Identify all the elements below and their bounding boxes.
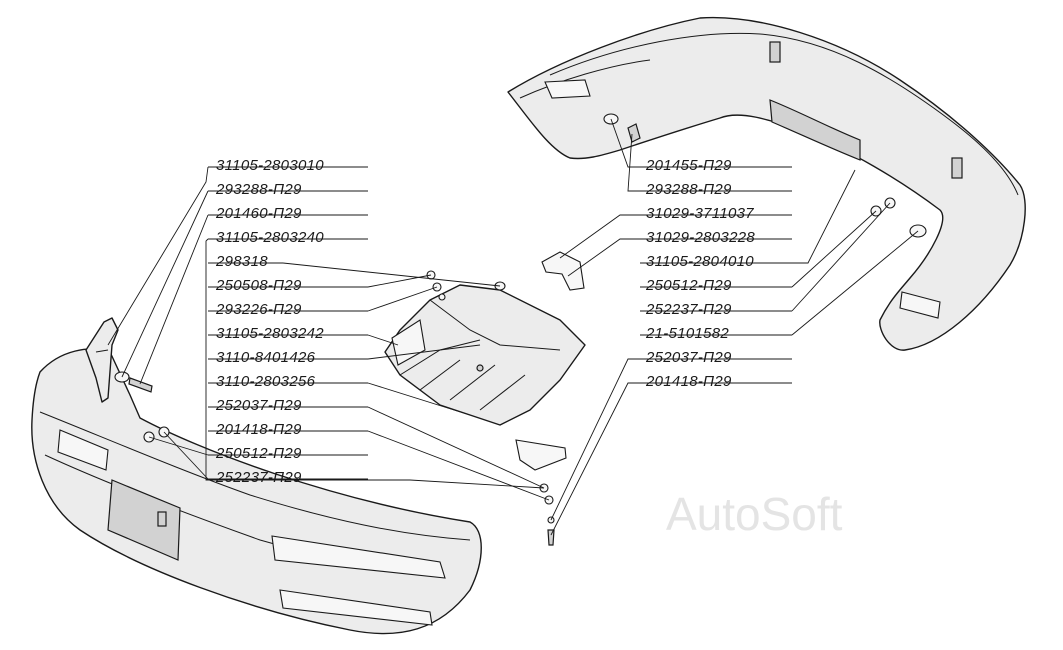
label-31105-2803240: 31105-2803240 [216, 229, 324, 246]
label-3110-2803256: 3110-2803256 [216, 373, 316, 390]
label-201460-p29: 201460-П29 [215, 205, 302, 222]
front-bumper [31, 317, 482, 635]
label-293288-p29-rear: 293288-П29 [645, 181, 732, 198]
label-21-5101582: 21-5101582 [645, 325, 729, 342]
label-31105-2803242: 31105-2803242 [216, 325, 324, 342]
label-31105-2803010: 31105-2803010 [216, 157, 324, 174]
label-250508-p29: 250508-П29 [215, 277, 302, 294]
rear-bumper [507, 16, 1026, 351]
label-252237-p29: 252237-П29 [215, 469, 302, 486]
label-31029-2803228: 31029-2803228 [646, 229, 755, 246]
label-293226-p29: 293226-П29 [215, 301, 302, 318]
label-293288-p29: 293288-П29 [215, 181, 302, 198]
label-31029-3711037: 31029-3711037 [646, 205, 754, 222]
label-31105-2804010: 31105-2804010 [646, 253, 754, 270]
label-201418-p29: 201418-П29 [215, 421, 302, 438]
label-201455-p29: 201455-П29 [645, 157, 732, 174]
label-252237-p29-rear: 252237-П29 [645, 301, 732, 318]
label-298318: 298318 [215, 253, 268, 270]
watermark: AutoSoft [666, 488, 843, 540]
leader-lines [107, 118, 919, 536]
label-3110-8401426: 3110-8401426 [216, 349, 316, 366]
label-252037-p29: 252037-П29 [215, 397, 302, 414]
mud-shield [384, 251, 586, 546]
left-labels: 31105-2803010 293288-П29 201460-П29 3110… [208, 157, 368, 486]
label-201418-p29-right: 201418-П29 [645, 373, 732, 390]
label-252037-p29-right: 252037-П29 [645, 349, 732, 366]
right-labels: 201455-П29 293288-П29 31029-3711037 3102… [640, 157, 792, 390]
label-250512-p29: 250512-П29 [215, 445, 302, 462]
label-250512-p29-rear: 250512-П29 [645, 277, 732, 294]
